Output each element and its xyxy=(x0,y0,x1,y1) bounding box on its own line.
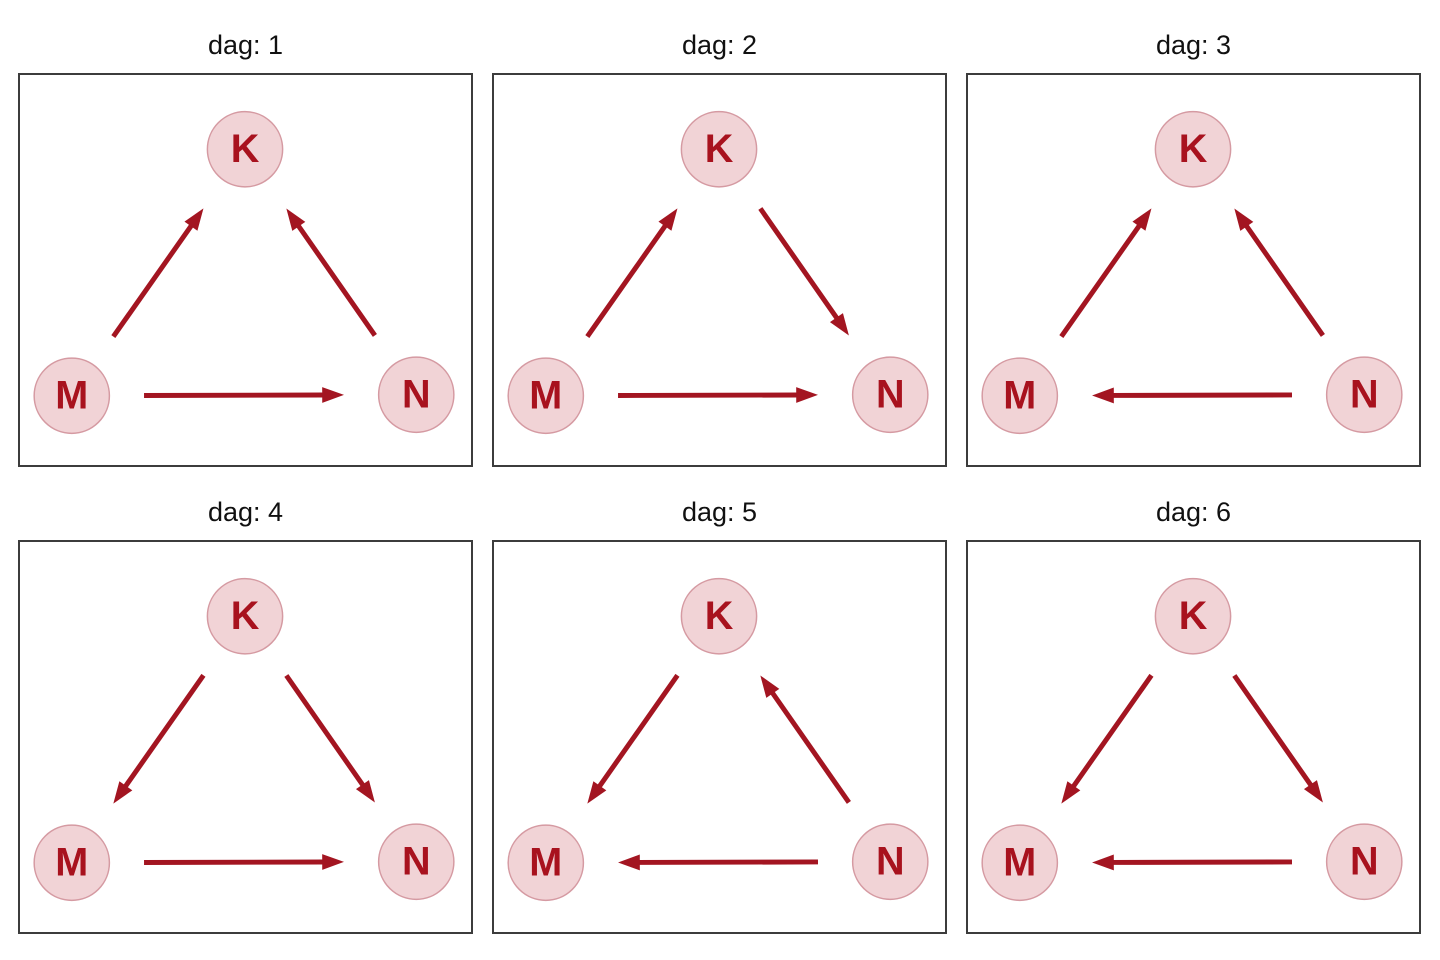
edge-M-N xyxy=(144,859,325,865)
arrowhead-M-K xyxy=(184,208,204,231)
dag-panel: K M N xyxy=(18,73,473,467)
edge-K-M xyxy=(1070,673,1154,789)
edge-M-K xyxy=(585,223,669,339)
arrowhead-K-N xyxy=(829,313,849,336)
node-label-K: K xyxy=(231,594,260,638)
dag-figure-5: dag: 5 K M N xyxy=(492,467,947,934)
edge-N-K xyxy=(1243,223,1325,337)
arrowhead-K-M xyxy=(1061,781,1081,804)
dag-figure-6: dag: 6 K M N xyxy=(966,467,1421,934)
edge-K-N xyxy=(758,207,840,321)
arrowhead-N-K xyxy=(1234,208,1254,231)
edge-K-M xyxy=(122,673,206,789)
panel-title: dag: 5 xyxy=(681,497,758,527)
arrowhead-N-K xyxy=(760,675,780,698)
arrowhead-M-K xyxy=(658,208,678,231)
node-N xyxy=(851,356,929,434)
dag-canvas: K M N xyxy=(33,110,455,435)
node-label-K: K xyxy=(1179,127,1208,171)
panel-title: dag: 4 xyxy=(207,497,284,527)
node-K xyxy=(1154,577,1232,655)
dag-panel: K M N xyxy=(18,540,473,934)
arrowhead-M-K xyxy=(1132,208,1152,231)
edge-N-K xyxy=(769,690,851,804)
node-label-K: K xyxy=(231,127,260,171)
edge-N-M xyxy=(1111,859,1292,865)
dag-canvas: K M N xyxy=(981,577,1403,902)
dag-panel: K M N xyxy=(492,73,947,467)
arrowhead-N-K xyxy=(286,208,306,231)
node-label-K: K xyxy=(705,594,734,638)
node-K xyxy=(680,577,758,655)
edge-M-K xyxy=(111,223,195,339)
arrowhead-K-M xyxy=(587,781,607,804)
dag-figure-2: dag: 2 K M N xyxy=(492,0,947,467)
node-label-N: N xyxy=(1350,373,1379,417)
node-label-M: M xyxy=(55,374,88,418)
arrowhead-M-N xyxy=(322,387,344,403)
dag-figure-4: dag: 4 K M N xyxy=(18,467,473,934)
edge-M-N xyxy=(144,392,325,398)
node-label-K: K xyxy=(705,127,734,171)
dag-panel: K M N xyxy=(492,540,947,934)
node-M xyxy=(33,824,111,902)
panel-title: dag: 3 xyxy=(1155,30,1232,60)
edge-M-K xyxy=(1059,223,1143,339)
node-K xyxy=(206,577,284,655)
node-label-N: N xyxy=(876,373,905,417)
node-label-M: M xyxy=(55,841,88,885)
edge-N-K xyxy=(295,223,377,337)
dag-canvas: K M N xyxy=(981,110,1403,435)
arrowhead-N-M xyxy=(1092,854,1114,871)
dag-figure-3: dag: 3 K M N xyxy=(966,0,1421,467)
node-N xyxy=(377,823,455,901)
node-K xyxy=(206,110,284,188)
node-label-N: N xyxy=(876,840,905,884)
dag-canvas: K M N xyxy=(507,110,929,435)
dag-panel: K M N xyxy=(966,540,1421,934)
arrowhead-N-M xyxy=(1092,387,1114,404)
dag-figure-1: dag: 1 K M N xyxy=(18,0,473,467)
edge-M-N xyxy=(618,392,799,398)
node-M xyxy=(981,824,1059,902)
arrowhead-K-N xyxy=(1303,780,1323,803)
arrowhead-K-N xyxy=(355,780,375,803)
node-N xyxy=(851,823,929,901)
dag-canvas: K M N xyxy=(507,577,929,902)
node-label-M: M xyxy=(1003,374,1036,418)
node-label-M: M xyxy=(529,841,562,885)
node-label-M: M xyxy=(529,374,562,418)
node-label-K: K xyxy=(1179,594,1208,638)
node-M xyxy=(507,357,585,435)
node-M xyxy=(981,357,1059,435)
panel-title: dag: 1 xyxy=(207,30,284,60)
edge-K-N xyxy=(284,674,366,788)
arrowhead-M-N xyxy=(322,854,344,870)
node-label-N: N xyxy=(1350,840,1379,884)
dag-panel: K M N xyxy=(966,73,1421,467)
node-label-N: N xyxy=(402,373,431,417)
dag-canvas: K M N xyxy=(33,577,455,902)
edge-K-N xyxy=(1232,674,1314,788)
arrowhead-K-M xyxy=(113,781,133,804)
arrowhead-N-M xyxy=(618,854,640,871)
node-N xyxy=(1325,823,1403,901)
panel-title: dag: 2 xyxy=(681,30,758,60)
node-M xyxy=(33,357,111,435)
node-M xyxy=(507,824,585,902)
dag-grid: dag: 1 K M N dag: 2 K M N dag: 3 K M N dag: 4 … xyxy=(18,0,1421,934)
edge-N-M xyxy=(637,859,818,865)
node-K xyxy=(1154,110,1232,188)
panel-title: dag: 6 xyxy=(1155,497,1232,527)
arrowhead-M-N xyxy=(796,387,818,403)
node-label-N: N xyxy=(402,840,431,884)
edge-K-M xyxy=(596,673,680,789)
node-N xyxy=(377,356,455,434)
edge-N-M xyxy=(1111,392,1292,398)
node-N xyxy=(1325,356,1403,434)
node-label-M: M xyxy=(1003,841,1036,885)
node-K xyxy=(680,110,758,188)
